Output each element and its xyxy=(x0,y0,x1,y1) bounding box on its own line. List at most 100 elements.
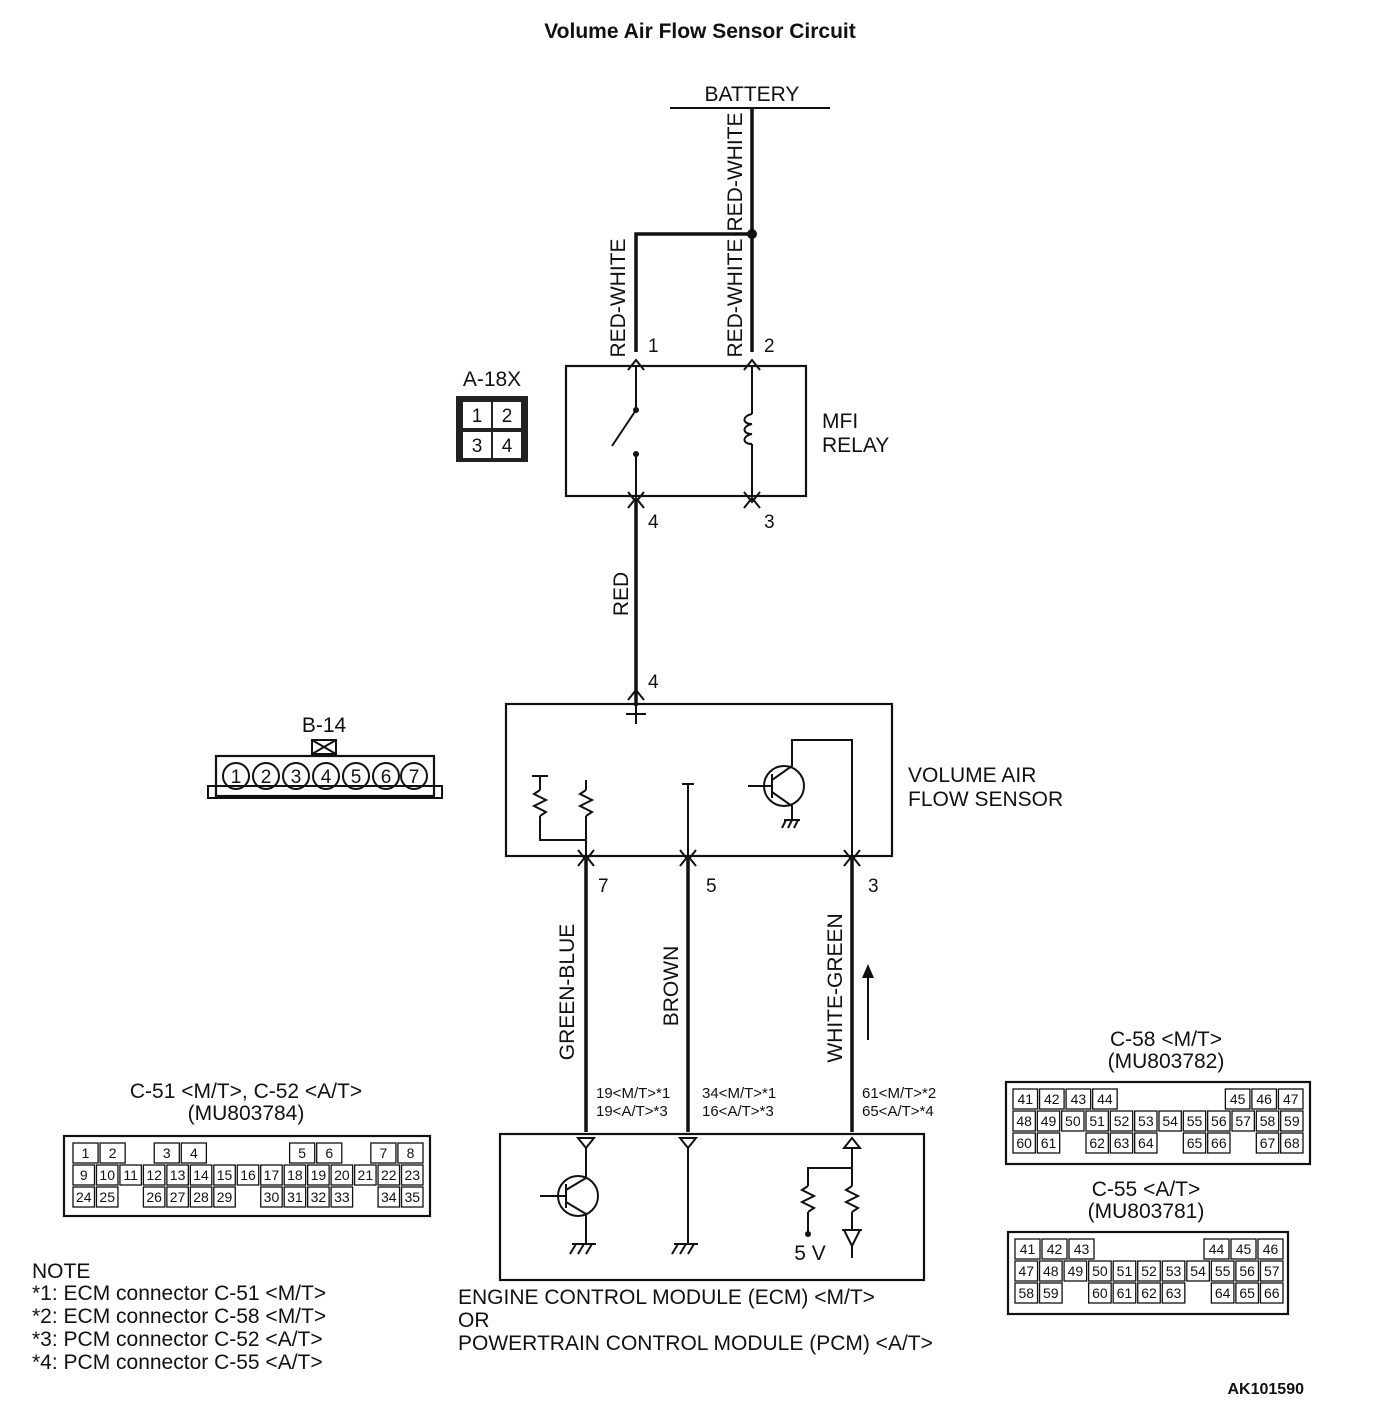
connector-cell xyxy=(142,1164,166,1186)
connector-cell-label: 50 xyxy=(1092,1263,1108,1279)
connector-cell-label: 63 xyxy=(1166,1285,1182,1301)
connector-cell xyxy=(1112,1260,1137,1282)
sensor-connector-pin-label: 1 xyxy=(231,767,242,788)
connector-cell xyxy=(260,1164,283,1186)
wire-label-relay-to-sensor: RED xyxy=(610,572,633,616)
connector-c58-part: (MU803782) xyxy=(1108,1050,1225,1073)
relay-name-line2: RELAY xyxy=(822,434,889,457)
connector-cell xyxy=(1085,1132,1109,1154)
connector-cell-label: 59 xyxy=(1284,1113,1300,1129)
connector-cell-label: 58 xyxy=(1260,1113,1276,1129)
connector-cell-label: 58 xyxy=(1018,1285,1034,1301)
connector-cell-label: 49 xyxy=(1068,1263,1084,1279)
connector-cell xyxy=(1036,1132,1061,1154)
connector-cell-label: 17 xyxy=(264,1167,280,1183)
figure-id: AK101590 xyxy=(1228,1381,1305,1398)
relay-connector-cell xyxy=(463,432,491,458)
note-item: *2: ECM connector C-58 <M/T> xyxy=(32,1305,326,1328)
connector-cell-label: 27 xyxy=(170,1189,186,1205)
connector-cell-label: 7 xyxy=(379,1145,387,1161)
connector-cell xyxy=(166,1186,189,1208)
resistor-icon xyxy=(799,1185,817,1213)
relay-pin-3: 3 xyxy=(764,512,775,533)
ecm-input-symbol xyxy=(842,1229,862,1249)
connector-c55-body xyxy=(1006,1230,1290,1316)
terminal-arrow xyxy=(627,688,645,701)
sensor-connector-pin xyxy=(252,762,280,790)
connector-cell-label: 18 xyxy=(287,1167,303,1183)
connector-cell xyxy=(1014,1282,1039,1304)
connector-cell-label: 13 xyxy=(170,1167,186,1183)
connector-cell xyxy=(1280,1132,1304,1154)
connector-cell-label: 41 xyxy=(1017,1091,1033,1107)
connector-cell xyxy=(1085,1110,1109,1132)
connector-cell-label: 28 xyxy=(193,1189,209,1205)
connector-cell xyxy=(283,1186,307,1208)
sensor-connector-pin-label: 3 xyxy=(291,767,302,788)
ecm-terminal-symbol xyxy=(841,1136,863,1149)
connector-cell xyxy=(1041,1238,1068,1260)
ground-icon xyxy=(793,819,799,829)
connector-cell-label: 31 xyxy=(287,1189,303,1205)
signal-direction-arrow-head xyxy=(862,964,874,978)
connector-cell xyxy=(1203,1238,1230,1260)
connector-cell-label: 60 xyxy=(1016,1135,1032,1151)
connector-cell xyxy=(307,1186,330,1208)
connector-cell-label: 44 xyxy=(1097,1091,1113,1107)
resistor-icon xyxy=(531,789,549,817)
connector-cell-label: 47 xyxy=(1283,1091,1299,1107)
connector-cell xyxy=(1210,1282,1235,1304)
connector-cell-label: 34 xyxy=(381,1189,397,1205)
sensor-connector-flange xyxy=(207,785,443,799)
connector-cell xyxy=(370,1142,397,1164)
connector-cell xyxy=(330,1186,354,1208)
connector-cell-label: 19 xyxy=(311,1167,327,1183)
connector-cell xyxy=(1207,1110,1231,1132)
connector-cell xyxy=(307,1164,330,1186)
sensor-connector-pin xyxy=(282,762,310,790)
connector-cell xyxy=(1036,1110,1061,1132)
connector-cell-label: 15 xyxy=(217,1167,233,1183)
ecm-caption-line3: POWERTRAIN CONTROL MODULE (PCM) <A/T> xyxy=(458,1332,933,1355)
connector-cell-label: 45 xyxy=(1236,1241,1252,1257)
relay-connector-cell xyxy=(463,402,491,428)
terminal-arrow xyxy=(627,496,645,509)
connector-cell xyxy=(95,1186,119,1208)
connector-cell xyxy=(189,1164,213,1186)
connector-cell-label: 47 xyxy=(1018,1263,1034,1279)
connector-cell-label: 6 xyxy=(325,1145,333,1161)
connector-cell xyxy=(1012,1132,1036,1154)
connector-cell-label: 49 xyxy=(1041,1113,1057,1129)
connector-cell xyxy=(1014,1238,1041,1260)
connector-cell-label: 57 xyxy=(1264,1263,1280,1279)
connector-cell-label: 42 xyxy=(1047,1241,1063,1257)
connector-cell-label: 64 xyxy=(1138,1135,1154,1151)
connector-cell-label: 54 xyxy=(1190,1263,1206,1279)
relay-connector-cell-label: 1 xyxy=(472,406,483,427)
connector-cell-label: 53 xyxy=(1166,1263,1182,1279)
ecm-transistor-emitter xyxy=(565,1201,587,1244)
sensor-pin-3: 3 xyxy=(868,876,879,897)
relay-connector-ref: A-18X xyxy=(463,368,521,391)
connector-cell-label: 3 xyxy=(163,1145,171,1161)
connector-cell-label: 22 xyxy=(381,1167,397,1183)
connector-cell-label: 14 xyxy=(193,1167,209,1183)
connector-cell-label: 44 xyxy=(1209,1241,1225,1257)
terminal-arrow xyxy=(577,854,595,867)
connector-cell-label: 48 xyxy=(1016,1113,1032,1129)
sensor-connector-pin xyxy=(312,762,340,790)
connector-cell-label: 23 xyxy=(404,1167,420,1183)
sensor-connector-pin xyxy=(372,762,400,790)
connector-cell-label: 11 xyxy=(123,1167,138,1183)
ecm-input-lead xyxy=(807,1167,852,1186)
note-item: *4: PCM connector C-55 <A/T> xyxy=(32,1351,323,1374)
connector-cell xyxy=(142,1186,166,1208)
connector-cell-label: 4 xyxy=(190,1145,198,1161)
wire-label-relay-pin1: RED-WHITE xyxy=(607,239,630,358)
sensor-connector-body xyxy=(214,754,436,798)
ecm-terminal-brown-mt: 34<M/T>*1 xyxy=(702,1085,776,1102)
connector-cell-label: 25 xyxy=(99,1189,115,1205)
relay-connector-cell xyxy=(493,402,521,428)
sensor-connector-latch xyxy=(311,739,337,755)
connector-cell-label: 48 xyxy=(1043,1263,1059,1279)
